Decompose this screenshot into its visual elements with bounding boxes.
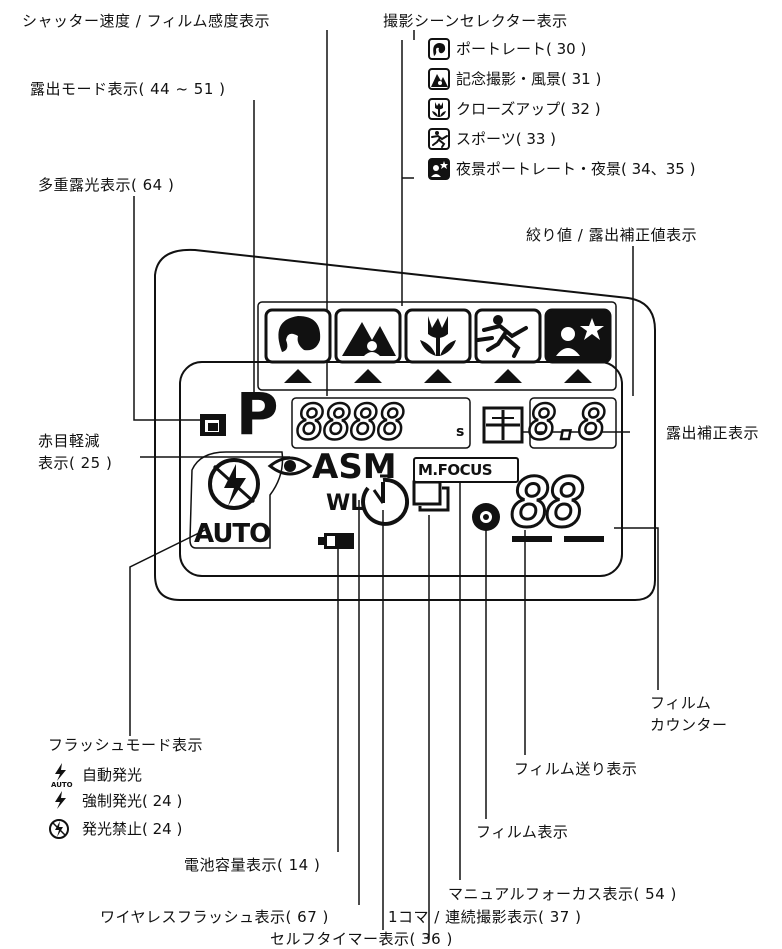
scene-pointer-arrows (284, 369, 592, 383)
runner-icon (428, 128, 450, 150)
scene-icon-landscape (334, 308, 402, 364)
battery-icon (318, 533, 354, 549)
multi-exposure-icon (200, 414, 226, 436)
flash-auto-label: AUTO (194, 519, 271, 549)
night-portrait-icon (428, 158, 450, 180)
label-red-eye-2: 表示( 25 ) (38, 454, 113, 472)
red-eye-icon (267, 456, 313, 476)
film-counter-digits: 88 (509, 464, 588, 543)
aperture-digits: 8.8 (527, 395, 608, 451)
shutter-display-frame (291, 397, 471, 449)
self-timer-icon (361, 474, 409, 526)
flash-mode-frame (189, 451, 284, 549)
label-battery: 電池容量表示( 14 ) (184, 856, 321, 874)
label-film-advance: フィルム送り表示 (514, 760, 638, 778)
flash-off-icon (49, 819, 69, 839)
flash-legend-label: 強制発光( 24 ) (82, 792, 183, 810)
flash-legend-label: 発光禁止( 24 ) (82, 820, 183, 838)
scene-legend-label: 記念撮影・風景( 31 ) (456, 70, 602, 88)
manual-focus-label: M.FOCUS (418, 461, 493, 479)
scene-legend-label: 夜景ポートレート・夜景( 34、35 ) (456, 160, 696, 178)
flash-fill-icon (55, 791, 66, 809)
scene-legend-label: クローズアップ( 32 ) (456, 100, 601, 118)
manual-focus-box (413, 457, 519, 483)
label-manual-focus: マニュアルフォーカス表示( 54 ) (448, 885, 677, 903)
lcd-outer-frame (154, 248, 656, 601)
label-drive: 1コマ / 連続撮影表示( 37 ) (388, 908, 582, 926)
landscape-icon (428, 68, 450, 90)
label-wireless-flash: ワイヤレスフラッシュ表示( 67 ) (100, 908, 329, 926)
flash-auto-symbol: AUTO (51, 781, 73, 789)
label-exposure-mode: 露出モード表示( 44 ~ 51 ) (30, 80, 226, 98)
scene-legend-label: ポートレート( 30 ) (456, 40, 587, 58)
drive-mode-icon (412, 480, 450, 512)
shutter-seconds-suffix: s (456, 424, 465, 440)
label-film-counter-1: フィルム (650, 694, 712, 712)
label-flash-mode: フラッシュモード表示 (48, 736, 204, 754)
flash-off-lcd-icon (208, 458, 260, 510)
scene-legend-label: スポーツ( 33 ) (456, 130, 557, 148)
film-indicator-icon (472, 503, 500, 531)
lcd-inner-frame (179, 361, 623, 577)
shutter-speed-digits: 8888 (295, 395, 407, 451)
flower-icon (428, 98, 450, 120)
flash-auto-icon (55, 763, 66, 781)
film-advance-bars (512, 536, 604, 542)
scene-selector-frame (257, 301, 617, 391)
flash-legend-label: 自動発光 (82, 766, 143, 784)
exposure-mode-letter: P (236, 380, 279, 448)
asm-indicator: ASM (312, 447, 397, 487)
aperture-display-frame (529, 397, 617, 449)
scene-icon-runner (474, 308, 542, 364)
label-scene-selector: 撮影シーンセレクター表示 (383, 12, 568, 30)
wireless-flash-label: WL (326, 491, 365, 516)
label-exposure-comp: 露出補正表示 (666, 424, 760, 442)
label-aperture-comp: 絞り値 / 露出補正値表示 (526, 226, 698, 244)
scene-icon-portrait (264, 308, 332, 364)
portrait-icon (428, 38, 450, 60)
scene-icon-flower (404, 308, 472, 364)
label-film-counter-2: カウンター (650, 716, 728, 734)
label-self-timer: セルフタイマー表示( 36 ) (270, 930, 453, 948)
label-shutter-film: シャッター速度 / フィルム感度表示 (22, 12, 270, 30)
exposure-compensation-icon (482, 406, 524, 444)
label-red-eye-1: 赤目軽減 (38, 432, 101, 450)
scene-icon-night-portrait (544, 308, 612, 364)
label-multi-exposure: 多重露光表示( 64 ) (38, 176, 175, 194)
label-film-indicator: フィルム表示 (476, 823, 569, 841)
